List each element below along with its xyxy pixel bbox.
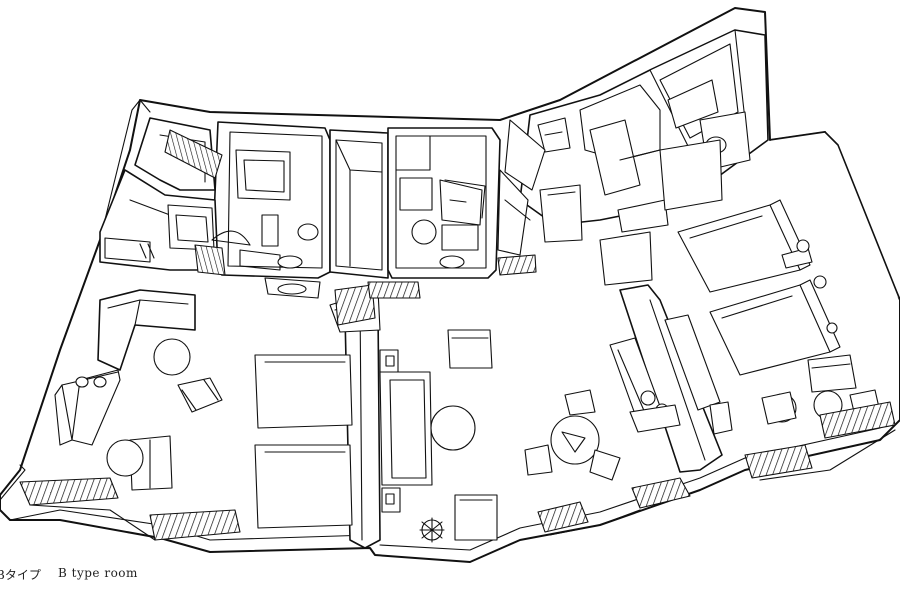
- right-room-beds: [678, 200, 840, 375]
- left-bathroom-block: [212, 122, 330, 298]
- central-closet: [330, 130, 388, 278]
- left-room-furniture: [55, 290, 380, 528]
- left-entry-cluster: [100, 118, 225, 275]
- caption-japanese: Bタイプ: [0, 568, 41, 582]
- outer-walls: [0, 8, 900, 562]
- right-room-desk: [610, 315, 720, 432]
- right-room-walls: [620, 132, 900, 472]
- center-bathroom-block: [388, 128, 500, 278]
- window-louvers: [20, 255, 895, 540]
- doors: [212, 150, 660, 245]
- caption-english: B type room: [58, 566, 138, 580]
- right-room-chairs: [710, 355, 880, 434]
- center-room-furniture: [380, 330, 620, 542]
- potted-plant: [420, 518, 444, 542]
- right-bathroom-block: [498, 30, 768, 285]
